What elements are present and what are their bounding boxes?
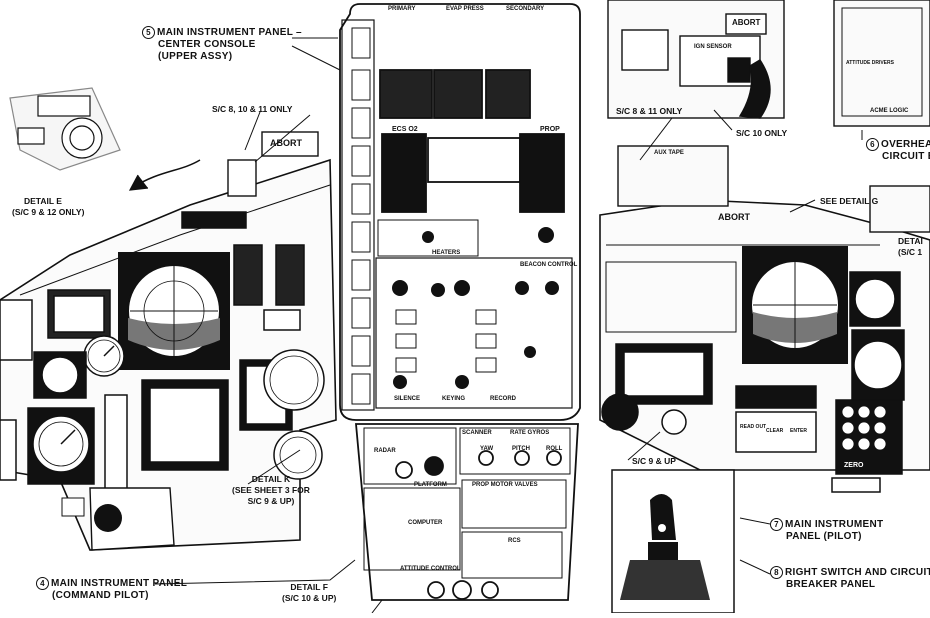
sc10-inset-box — [607, 0, 785, 119]
note-sc-10-only: S/C 10 ONLY — [736, 128, 788, 138]
label-attitude-drivers: ATTITUDE DRIVERS — [846, 60, 894, 66]
label-beacon-control: BEACON CONTROL — [520, 262, 578, 268]
note-sc-9-up: S/C 9 & UP — [632, 456, 676, 466]
callout-text: MAIN INSTRUMENT — [785, 519, 884, 530]
label-enter: ENTER — [790, 428, 807, 434]
note-sc-8-10-11-only: S/C 8, 10 & 11 ONLY — [212, 104, 293, 114]
callout-text: (COMMAND PILOT) — [52, 590, 149, 601]
callout-text: CIRCUIT B — [882, 151, 930, 162]
detail-right-label: DETAI (S/C 1 — [898, 236, 923, 258]
detail-k-label: DETAIL K (SEE SHEET 3 FOR S/C 9 & UP) — [232, 474, 310, 507]
detail-e-label: DETAIL E (S/C 9 & 12 ONLY) — [12, 196, 84, 218]
detail-right-title: DETAI — [898, 236, 923, 246]
right-hand-controller-inset — [611, 469, 735, 614]
label-rcs: RCS — [508, 538, 521, 544]
detail-f-subtitle: (S/C 10 & UP) — [282, 593, 337, 603]
detail-e-title: DETAIL E — [24, 196, 62, 206]
detail-k-subtitle: S/C 9 & UP) — [247, 496, 295, 506]
abort-placard-right: ABORT — [718, 212, 750, 222]
label-read-out: READ OUT — [740, 424, 767, 430]
callout-text: BREAKER PANEL — [786, 579, 876, 590]
right-attitude-indicator — [742, 246, 848, 364]
detail-k-title: DETAIL K — [251, 474, 291, 484]
note-see-detail-g: SEE DETAIL G — [820, 196, 879, 206]
label-radar: RADAR — [374, 448, 396, 454]
label-aux-tape: AUX TAPE — [654, 150, 684, 156]
label-yaw: YAW — [480, 446, 494, 452]
left-hand-controller — [61, 487, 175, 551]
center-console-upper — [339, 3, 581, 421]
label-keying: KEYING — [442, 396, 466, 402]
abort-placard-sc10: ABORT — [732, 18, 761, 27]
label-computer: COMPUTER — [408, 520, 443, 526]
label-secondary: SECONDARY — [506, 6, 545, 12]
label-pitch: PITCH — [512, 446, 530, 452]
detail-right-subtitle: (S/C 1 — [898, 247, 923, 257]
label-evap-press: EVAP PRESS — [446, 6, 484, 12]
callout-text: PANEL (PILOT) — [786, 531, 862, 542]
label-clear: CLEAR — [766, 428, 784, 434]
left-gauges — [0, 211, 325, 496]
callout-text: MAIN INSTRUMENT PANEL — [51, 578, 188, 589]
callout-text: (UPPER ASSY) — [158, 51, 233, 62]
callout-number: 4 — [36, 577, 49, 590]
center-console-knobs — [392, 227, 559, 389]
label-record: RECORD — [490, 396, 517, 402]
detail-e-subtitle: (S/C 9 & 12 ONLY) — [12, 207, 85, 217]
label-platform: PLATFORM — [414, 482, 447, 488]
label-zero: ZERO — [844, 462, 864, 469]
callout-number: 5 — [142, 26, 155, 39]
callout-number: 7 — [770, 518, 783, 531]
detail-f-label: DETAIL F (S/C 10 & UP) — [282, 582, 336, 604]
callout-number: 6 — [866, 138, 879, 151]
label-primary: PRIMARY — [388, 6, 416, 12]
left-sc8-box — [227, 114, 319, 197]
right-keypad — [841, 405, 887, 451]
callout-text: MAIN INSTRUMENT PANEL – — [157, 27, 302, 38]
detail-f-title: DETAIL F — [290, 582, 328, 592]
label-prop-motor-valves: PROP MOTOR VALVES — [472, 482, 538, 488]
label-scanner: SCANNER — [462, 430, 492, 436]
center-console-switch-rows — [351, 27, 497, 405]
label-attitude-control: ATTITUDE CONTROL — [400, 566, 461, 572]
label-silence: SILENCE — [394, 396, 421, 402]
callout-text: CENTER CONSOLE — [158, 39, 256, 50]
leader-lines — [154, 37, 863, 614]
label-acme-logic: ACME LOGIC — [870, 108, 909, 114]
callout-text: RIGHT SWITCH AND CIRCUIT- — [785, 567, 930, 578]
note-sc-8-11-only: S/C 8 & 11 ONLY — [616, 106, 683, 116]
overhead-cb-inset — [833, 0, 930, 127]
abort-placard-left: ABORT — [270, 138, 302, 148]
label-rate-gyros: RATE GYROS — [510, 430, 550, 436]
detail-k-subtitle: (SEE SHEET 3 FOR — [232, 485, 310, 495]
label-roll: ROLL — [546, 446, 563, 452]
center-console-lower — [355, 423, 579, 601]
label-prop: PROP — [540, 126, 560, 133]
label-heaters: HEATERS — [432, 250, 461, 256]
label-ign-sensor: IGN SENSOR — [694, 44, 732, 50]
right-switch-inset — [617, 145, 930, 233]
callout-text: OVERHEA — [881, 139, 930, 150]
detail-e-sketch — [9, 87, 201, 191]
left-attitude-indicator — [118, 252, 230, 370]
label-ecs-o2: ECS O2 — [392, 126, 418, 133]
callout-number: 8 — [770, 566, 783, 579]
